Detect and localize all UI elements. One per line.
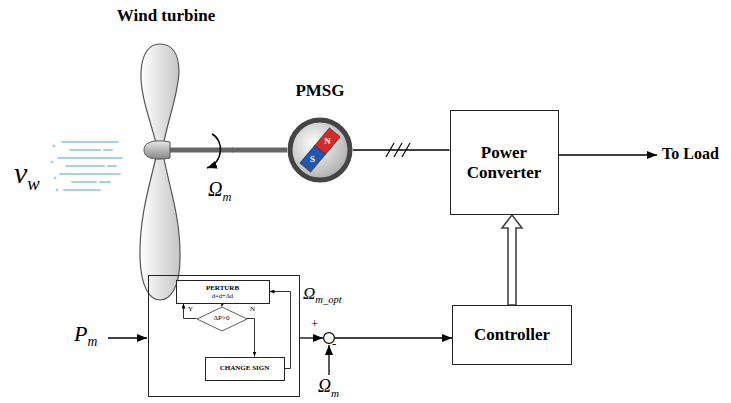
node-content: CHANGE SIGN <box>206 358 284 380</box>
magnet-symbol <box>300 128 340 172</box>
label-holder: Ωm_opt <box>303 284 342 307</box>
edge-label: Ωm_opt <box>303 284 342 307</box>
output-label: To Load <box>662 145 719 163</box>
turbine-shaft <box>168 148 233 153</box>
flow-arrow <box>184 304 197 319</box>
diamond-shape <box>197 307 247 331</box>
wind-turbine: Wind turbine <box>100 6 232 300</box>
label-holder: Wind turbine <box>100 6 232 26</box>
label-holder: Pm <box>74 321 97 350</box>
node-label: N <box>324 136 331 146</box>
node-label: + <box>311 317 318 332</box>
node-label: ΔP>0 <box>214 314 230 322</box>
flow-arrow <box>222 304 223 307</box>
wind-lines <box>58 142 122 190</box>
subscript: m_opt <box>315 294 341 305</box>
flow-arrow <box>247 319 255 357</box>
output-arrow <box>557 154 657 156</box>
label-holder: PMSG <box>275 81 365 101</box>
node-label: S <box>310 154 315 164</box>
node-content: Controller <box>453 306 571 364</box>
node-label: d=d+Δd <box>212 292 233 299</box>
input-arrow <box>108 337 147 338</box>
wind-dots <box>51 145 59 192</box>
label-holder: S <box>310 154 315 164</box>
node-label: Controller <box>474 325 550 345</box>
power-converter-box: Power Converter <box>450 110 559 215</box>
control-arrow <box>502 215 522 305</box>
signal-arrow <box>300 337 323 338</box>
label-holder: - <box>332 337 336 352</box>
label-holder: Ωm <box>208 178 231 204</box>
power-symbol: Pm <box>74 321 97 350</box>
label-holder: Y <box>188 305 193 313</box>
speed-symbol: Ωm <box>318 376 339 399</box>
turbine-blade <box>140 153 180 300</box>
generator-symbol <box>287 117 353 183</box>
node-content: PERTURBd=d+Δd <box>177 281 269 303</box>
subscript: w <box>27 173 39 194</box>
node-label: PERTURB <box>206 284 239 292</box>
process-box: CHANGE SIGN <box>205 357 285 381</box>
signal-arrow <box>335 337 452 338</box>
mppt-block: PERTURBd=d+ΔdΔP>0CHANGE SIGN <box>148 275 300 397</box>
label-holder: vw <box>14 156 40 194</box>
node-label: Power Converter <box>457 143 552 182</box>
turbine-blade <box>141 44 179 147</box>
label-holder: + <box>311 317 318 332</box>
node-label: Wind turbine <box>100 6 232 26</box>
node-label: CHANGE SIGN <box>220 364 270 372</box>
label-holder: To Load <box>662 145 719 163</box>
edge-label: Y <box>188 305 193 313</box>
node-label: - <box>332 337 336 352</box>
speed-symbol: Ωm <box>208 178 231 204</box>
feedback-arrow <box>328 345 329 375</box>
subscript: m <box>331 387 339 399</box>
controller-box: Controller <box>452 305 572 365</box>
summing-junction: +- <box>323 332 335 344</box>
turbine-shaft <box>232 148 287 153</box>
turbine-hub <box>144 141 170 159</box>
generator-ring <box>290 120 350 180</box>
subscript: m <box>87 334 97 349</box>
label-holder: Ωm <box>318 376 339 399</box>
label-holder: N <box>324 136 331 146</box>
subscript: m <box>222 190 231 204</box>
edge-label: N <box>250 305 255 313</box>
label-holder: N <box>250 305 255 313</box>
three-phase-line <box>353 149 450 151</box>
decision-diamond: ΔP>0 <box>197 307 247 331</box>
node-content: Power Converter <box>451 111 558 214</box>
node-label: PMSG <box>275 81 365 101</box>
magnet-south <box>300 146 326 173</box>
node-content: ΔP>0 <box>197 307 247 331</box>
process-box: PERTURBd=d+Δd <box>176 280 270 304</box>
generator-circle: PMSGNS <box>287 117 353 183</box>
wind-speed-symbol: vw <box>14 156 40 194</box>
rotation-arrow <box>207 134 220 168</box>
